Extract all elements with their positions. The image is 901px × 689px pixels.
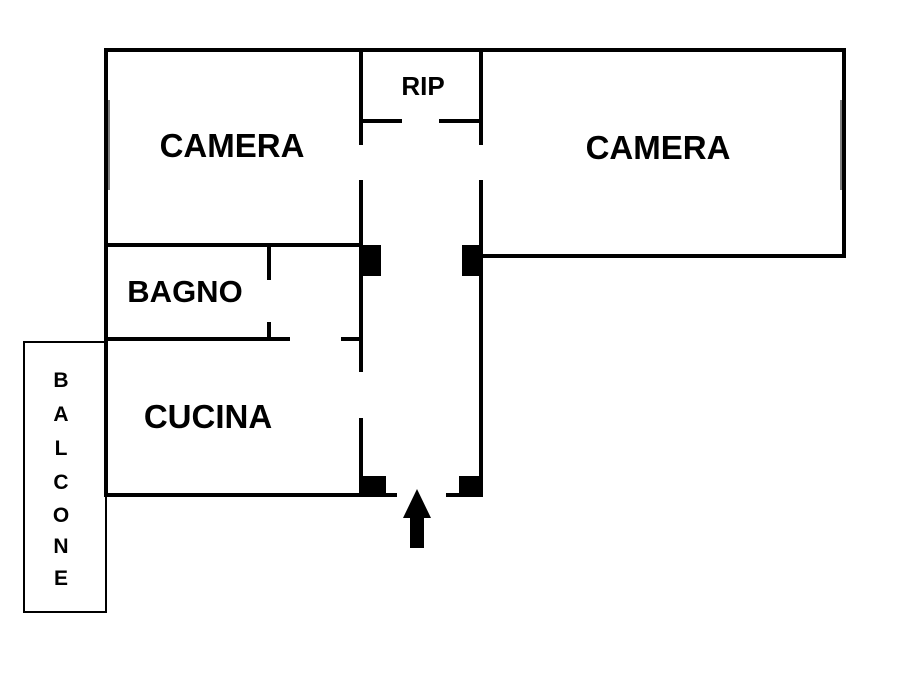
balcone-letter: C [53, 471, 68, 494]
pillar [459, 476, 483, 497]
balcone-letter: O [53, 504, 69, 527]
arrow-up-icon [403, 489, 431, 548]
pillars [361, 245, 483, 497]
room-label-camera-right: CAMERA [586, 129, 731, 166]
room-label-rip: RIP [401, 71, 444, 101]
balcone-letter: L [55, 437, 68, 460]
balcone-letter: N [53, 535, 68, 558]
room-label-camera-left: CAMERA [160, 127, 305, 164]
walls [104, 48, 846, 497]
pillar [361, 245, 381, 276]
windows [108, 100, 842, 190]
balcone-outline [23, 341, 107, 613]
pillar [462, 245, 482, 276]
room-label-cucina: CUCINA [144, 398, 272, 435]
balcone-letter: E [54, 567, 68, 590]
balcone-letter: B [53, 369, 68, 392]
room-label-bagno: BAGNO [127, 274, 242, 309]
balcone-letter: A [53, 403, 68, 426]
pillar [361, 476, 386, 497]
room-label-balcone: B A L C O N E [53, 369, 69, 590]
